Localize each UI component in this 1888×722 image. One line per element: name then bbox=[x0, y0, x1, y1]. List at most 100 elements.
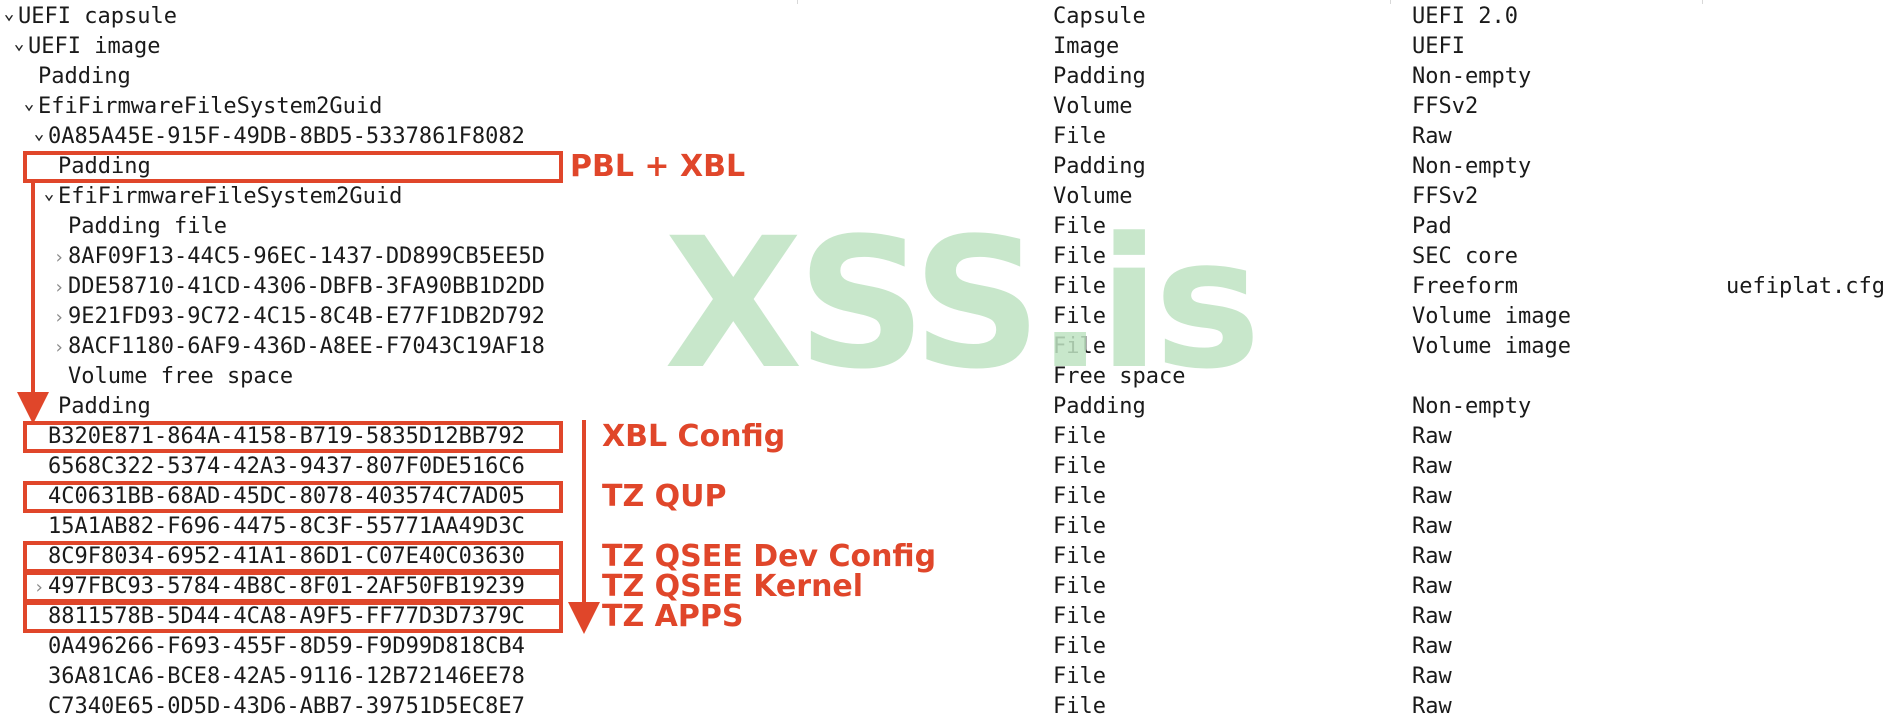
tree-item-subtype: Pad bbox=[1412, 214, 1452, 239]
tree-row[interactable]: 4C0631BB-68AD-45DC-8078-403574C7AD05 File… bbox=[0, 482, 1888, 512]
annotation-tz-qup: TZ QUP bbox=[602, 479, 727, 514]
tree-item-name: Padding bbox=[38, 64, 131, 89]
tree-row-name-cell: Padding bbox=[42, 152, 151, 182]
column-separator[interactable] bbox=[1702, 0, 1703, 4]
tree-row-name-cell: Volume free space bbox=[52, 362, 293, 392]
tree-item-name: 6568C322-5374-42A3-9437-807F0DE516C6 bbox=[48, 454, 525, 479]
tree-item-type: File bbox=[1053, 424, 1106, 449]
tree-row-name-cell: 8C9F8034-6952-41A1-86D1-C07E40C03630 bbox=[32, 542, 525, 572]
tree-item-type: File bbox=[1053, 514, 1106, 539]
tree-item-type: File bbox=[1053, 274, 1106, 299]
highlight-box-tz-qsee-dev-config bbox=[23, 541, 563, 573]
chevron-down-icon[interactable]: ⌄ bbox=[23, 93, 35, 114]
chevron-right-icon[interactable]: › bbox=[53, 277, 65, 298]
tree-item-name: Padding bbox=[58, 154, 151, 179]
tree-item-subtype: Raw bbox=[1412, 514, 1452, 539]
chevron-right-icon[interactable]: › bbox=[53, 337, 65, 358]
tree-row-name-cell: ›8ACF1180-6AF9-436D-A8EE-F7043C19AF18 bbox=[52, 332, 545, 363]
highlight-box-tz-apps bbox=[23, 601, 563, 633]
tree-item-subtype: Non-empty bbox=[1412, 64, 1532, 89]
tree-row-name-cell: Padding file bbox=[52, 212, 227, 242]
tree-item-name: UEFI capsule bbox=[18, 4, 177, 29]
tree-row-name-cell: 4C0631BB-68AD-45DC-8078-403574C7AD05 bbox=[32, 482, 525, 512]
chevron-down-icon[interactable]: ⌄ bbox=[33, 123, 45, 144]
tree-item-name: 8C9F8034-6952-41A1-86D1-C07E40C03630 bbox=[48, 544, 525, 569]
chevron-right-icon[interactable]: › bbox=[53, 247, 65, 268]
tree-item-name: 9E21FD93-9C72-4C15-8C4B-E77F1DB2D792 bbox=[68, 304, 545, 329]
tree-item-type: File bbox=[1053, 664, 1106, 689]
tree-item-name: 8AF09F13-44C5-96EC-1437-DD899CB5EE5D bbox=[68, 244, 545, 269]
tree-item-name: Padding bbox=[58, 394, 151, 419]
tree-row-name-cell: ›497FBC93-5784-4B8C-8F01-2AF50FB19239 bbox=[32, 572, 525, 603]
tree-row-name-cell: 8811578B-5D44-4CA8-A9F5-FF77D3D7379C bbox=[32, 602, 525, 632]
tree-item-type: File bbox=[1053, 244, 1106, 269]
tree-item-type: Padding bbox=[1053, 394, 1146, 419]
tree-item-type: File bbox=[1053, 604, 1106, 629]
tree-row[interactable]: B320E871-864A-4158-B719-5835D12BB792 File… bbox=[0, 422, 1888, 452]
tree-item-type: File bbox=[1053, 304, 1106, 329]
tree-row-name-cell: ⌄0A85A45E-915F-49DB-8BD5-5337861F8082 bbox=[32, 122, 525, 153]
tree-item-subtype: Non-empty bbox=[1412, 154, 1532, 179]
tree-item-name: 8ACF1180-6AF9-436D-A8EE-F7043C19AF18 bbox=[68, 334, 545, 359]
tree-row[interactable]: Padding Padding Non-empty bbox=[0, 392, 1888, 422]
tree-item-name: 497FBC93-5784-4B8C-8F01-2AF50FB19239 bbox=[48, 574, 525, 599]
chevron-right-icon[interactable]: › bbox=[33, 577, 45, 598]
tree-item-subtype: FFSv2 bbox=[1412, 94, 1479, 119]
chevron-down-icon[interactable]: ⌄ bbox=[43, 183, 55, 204]
tree-row-name-cell: ⌄UEFI capsule bbox=[2, 2, 177, 33]
tree-row-name-cell: C7340E65-0D5D-43D6-ABB7-39751D5EC8E7 bbox=[32, 692, 525, 722]
tree-item-type: Padding bbox=[1053, 64, 1146, 89]
tree-row[interactable]: ›8ACF1180-6AF9-436D-A8EE-F7043C19AF18 Fil… bbox=[0, 332, 1888, 362]
highlight-box-pbl-xbl bbox=[23, 151, 563, 183]
tree-item-subtype: UEFI 2.0 bbox=[1412, 4, 1518, 29]
column-separator[interactable] bbox=[797, 0, 798, 4]
tree-item-text: uefiplat.cfg bbox=[1726, 274, 1885, 299]
tree-row[interactable]: ›9E21FD93-9C72-4C15-8C4B-E77F1DB2D792 Fil… bbox=[0, 302, 1888, 332]
tree-item-type: File bbox=[1053, 334, 1106, 359]
tree-row-name-cell: B320E871-864A-4158-B719-5835D12BB792 bbox=[32, 422, 525, 452]
annotation-tz-qsee-dev-config: TZ QSEE Dev Config bbox=[602, 539, 937, 574]
tree-item-subtype: Raw bbox=[1412, 694, 1452, 719]
tree-item-type: Image bbox=[1053, 34, 1120, 59]
tree-row-name-cell: ›9E21FD93-9C72-4C15-8C4B-E77F1DB2D792 bbox=[52, 302, 545, 333]
tree-row[interactable]: 36A81CA6-BCE8-42A5-9116-12B72146EE78 File… bbox=[0, 662, 1888, 692]
highlight-box-xbl-config bbox=[23, 421, 563, 453]
annotation-tz-qsee-kernel: TZ QSEE Kernel bbox=[602, 569, 864, 604]
tree-row[interactable]: Padding Padding Non-empty bbox=[0, 62, 1888, 92]
tree-item-type: Capsule bbox=[1053, 4, 1146, 29]
column-separator[interactable] bbox=[1390, 0, 1391, 4]
tree-item-name: UEFI image bbox=[28, 34, 161, 59]
tree-row[interactable]: ⌄UEFI capsule Capsule UEFI 2.0 bbox=[0, 2, 1888, 32]
tree-item-name: 36A81CA6-BCE8-42A5-9116-12B72146EE78 bbox=[48, 664, 525, 689]
tree-item-subtype: Non-empty bbox=[1412, 394, 1532, 419]
tree-row-name-cell: ›DDE58710-41CD-4306-DBFB-3FA90BB1D2DD bbox=[52, 272, 545, 303]
tree-row[interactable]: C7340E65-0D5D-43D6-ABB7-39751D5EC8E7 File… bbox=[0, 692, 1888, 722]
tree-item-name: B320E871-864A-4158-B719-5835D12BB792 bbox=[48, 424, 525, 449]
chevron-down-icon[interactable]: ⌄ bbox=[13, 33, 25, 54]
tree-row[interactable]: ›DDE58710-41CD-4306-DBFB-3FA90BB1D2DD Fil… bbox=[0, 272, 1888, 302]
tree-row[interactable]: ›8AF09F13-44C5-96EC-1437-DD899CB5EE5D Fil… bbox=[0, 242, 1888, 272]
tree-item-type: File bbox=[1053, 694, 1106, 719]
tree-item-type: File bbox=[1053, 484, 1106, 509]
tree-item-subtype: Raw bbox=[1412, 604, 1452, 629]
chevron-down-icon[interactable]: ⌄ bbox=[3, 3, 15, 24]
tree-item-subtype: SEC core bbox=[1412, 244, 1518, 269]
tree-row-name-cell: Padding bbox=[22, 62, 131, 92]
tree-row-name-cell: ⌄EfiFirmwareFileSystem2Guid bbox=[22, 92, 383, 123]
chevron-right-icon[interactable]: › bbox=[53, 307, 65, 328]
tree-row[interactable]: 8811578B-5D44-4CA8-A9F5-FF77D3D7379C File… bbox=[0, 602, 1888, 632]
tree-item-name: 4C0631BB-68AD-45DC-8078-403574C7AD05 bbox=[48, 484, 525, 509]
